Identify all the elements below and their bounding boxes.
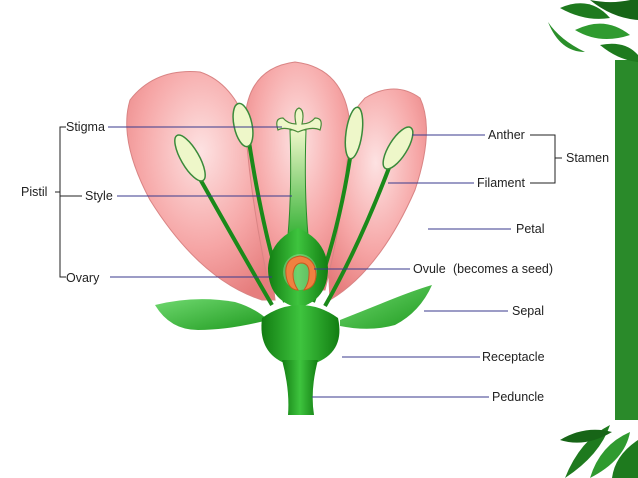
peduncle-shape	[282, 360, 318, 415]
label-ovule: Ovule	[413, 262, 446, 276]
label-style: Style	[85, 189, 113, 203]
anther-4	[382, 126, 414, 170]
label-ovule-note: (becomes a seed)	[453, 262, 554, 276]
stigma-shape	[276, 107, 322, 133]
pistil	[268, 107, 328, 308]
decorative-leaves-bottom-right	[560, 425, 638, 478]
ovule-shape	[285, 255, 317, 291]
style-shape	[287, 129, 309, 236]
label-filament: Filament	[477, 176, 525, 190]
sepal-left	[155, 299, 268, 330]
label-pistil: Pistil	[21, 185, 48, 199]
receptacle-shape	[261, 305, 340, 362]
label-ovary: Ovary	[66, 271, 100, 285]
label-petal: Petal	[516, 222, 545, 236]
leader-lines	[108, 126, 511, 398]
ovary-shape	[268, 228, 328, 308]
sepal-right	[340, 285, 432, 329]
label-anther: Anther	[488, 128, 525, 142]
label-receptacle: Receptacle	[482, 350, 545, 364]
decorative-leaves-top-right	[548, 0, 638, 420]
label-stamen: Stamen	[566, 151, 610, 165]
anther-3	[344, 106, 364, 160]
pistil-bracket	[55, 126, 82, 278]
stamen-bracket	[530, 134, 562, 184]
anther-1	[174, 134, 206, 182]
label-sepal: Sepal	[512, 304, 544, 318]
label-peduncle: Peduncle	[492, 390, 545, 404]
label-stigma: Stigma	[66, 120, 105, 134]
